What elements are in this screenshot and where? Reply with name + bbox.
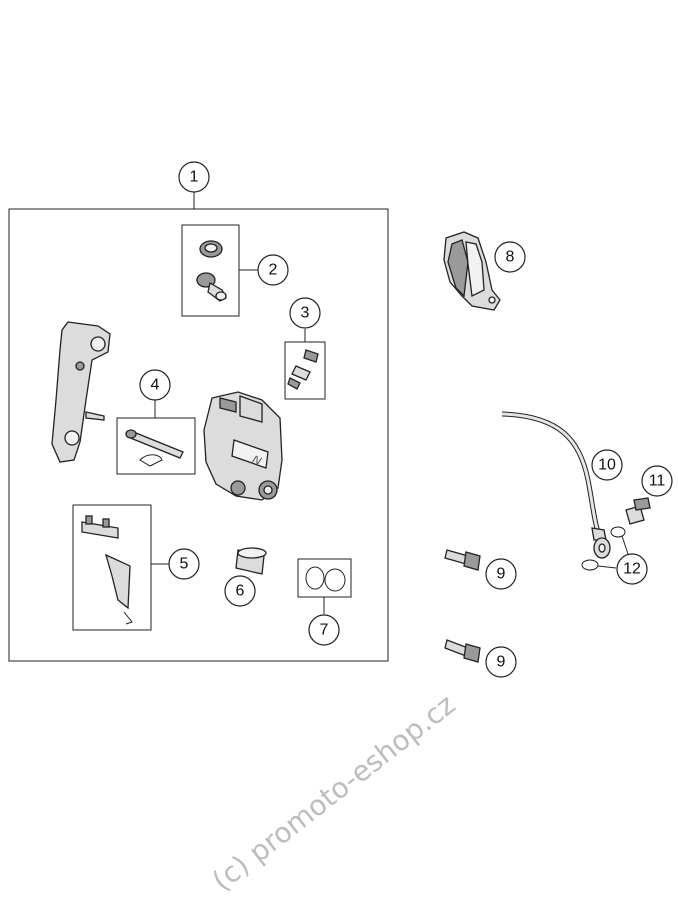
- subbox-2: [181, 224, 240, 317]
- callout-10: 10: [591, 449, 623, 481]
- callout-3-label: 3: [301, 305, 310, 322]
- callout-6: 6: [224, 575, 256, 607]
- callout-2: 2: [257, 254, 289, 286]
- part-12-washers: [581, 526, 629, 571]
- callout-1: 1: [178, 161, 210, 193]
- callout-8: 8: [494, 241, 526, 273]
- subbox-5: [72, 504, 152, 631]
- callout-8-label: 8: [506, 249, 515, 266]
- part-11-banjo-bolt: [625, 497, 651, 525]
- callout-9-upper: 9: [485, 558, 517, 590]
- part-7-seal-rings: [305, 566, 346, 592]
- part-5-pad-springs: [81, 515, 133, 625]
- callout-12: 12: [616, 553, 648, 585]
- callout-7: 7: [308, 614, 340, 646]
- callout-12-label: 12: [623, 561, 641, 578]
- callout-1-label: 1: [190, 169, 199, 186]
- callout-2-label: 2: [269, 262, 278, 279]
- callout-11-label: 11: [649, 473, 666, 490]
- callout-7-label: 7: [320, 622, 329, 639]
- callout-4-label: 4: [151, 377, 160, 394]
- part-10-brake-hose: [501, 411, 611, 559]
- part-9-bolt-upper: [444, 549, 481, 571]
- watermark-text: (c) promoto-eshop.cz: [206, 688, 462, 898]
- callout-4: 4: [139, 369, 171, 401]
- part-3-bleed-valve: [287, 349, 319, 390]
- callout-10-label: 10: [598, 457, 616, 474]
- assembly-frame: [8, 208, 389, 662]
- callout-3: 3: [289, 297, 321, 329]
- callout-5-label: 5: [180, 556, 189, 573]
- caliper-body: /\/: [203, 391, 283, 501]
- callout-11: 11: [641, 465, 673, 497]
- callout-5: 5: [168, 548, 200, 580]
- part-9-bolt-lower: [444, 639, 481, 663]
- svg-text:/\/: /\/: [251, 454, 263, 467]
- callout-6-label: 6: [236, 583, 245, 600]
- caliper-bracket: [51, 321, 111, 463]
- subbox-4: [116, 417, 196, 475]
- callout-9-lower: 9: [485, 646, 517, 678]
- part-6-piston: [235, 547, 267, 575]
- part-8-brake-pads: [443, 231, 501, 311]
- part-4-pin-and-clip: [125, 429, 184, 467]
- callout-9-upper-label: 9: [497, 566, 506, 583]
- part-2-bleeder-caps: [196, 240, 227, 302]
- callout-9-lower-label: 9: [497, 654, 506, 671]
